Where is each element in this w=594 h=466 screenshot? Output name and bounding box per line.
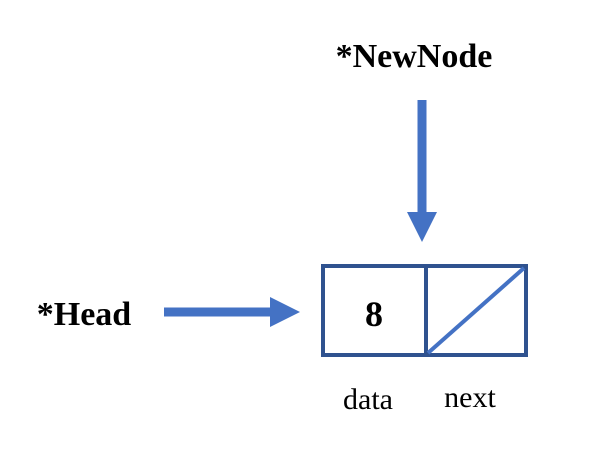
null-pointer-slash (426, 266, 526, 355)
head-arrow (164, 297, 300, 327)
head-arrow-head (270, 297, 300, 327)
linked-list-node: 8 (321, 264, 528, 357)
new-node-pointer-label: *NewNode (336, 38, 493, 75)
new-node-arrow (407, 100, 437, 242)
next-field-label: next (444, 381, 496, 414)
head-pointer-label: *Head (37, 296, 132, 333)
new-node-arrow-head (407, 212, 437, 242)
node-data-value: 8 (365, 294, 383, 334)
data-field-label: data (343, 383, 393, 416)
